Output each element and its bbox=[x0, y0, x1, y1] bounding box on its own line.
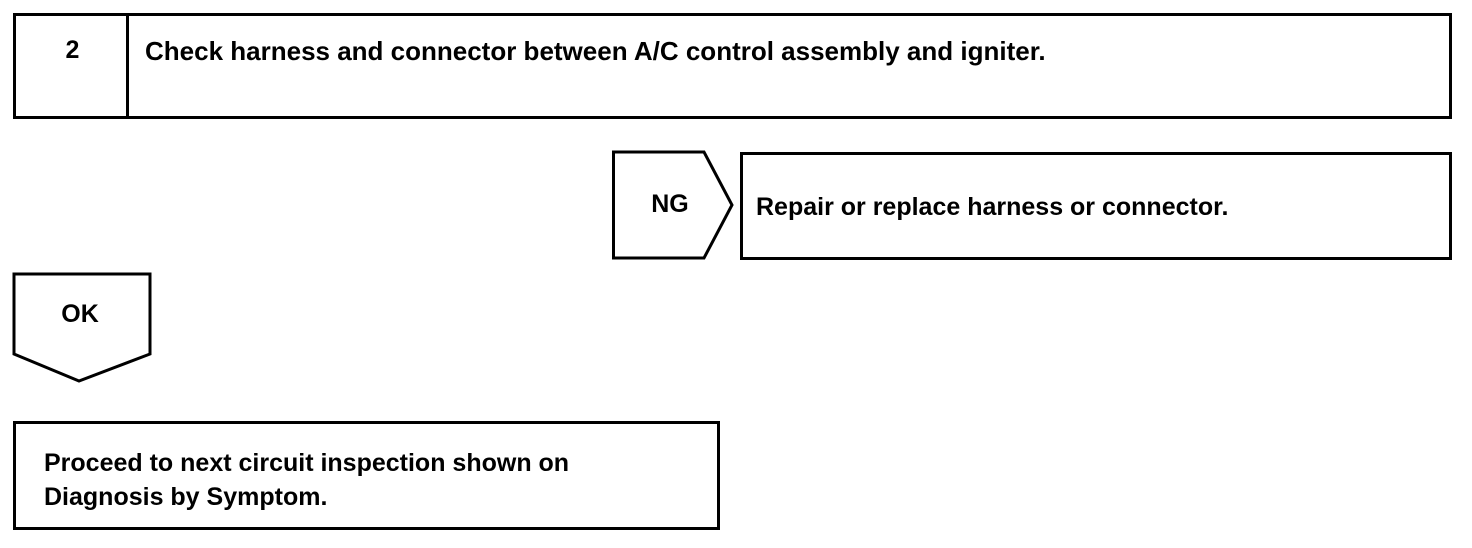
ng-action-text: Repair or replace harness or connector. bbox=[756, 193, 1229, 221]
ng-action-box: Repair or replace harness or connector. bbox=[740, 152, 1452, 260]
ok-action-line: Diagnosis by Symptom. bbox=[44, 483, 328, 511]
ok-action-line: Proceed to next circuit inspection shown… bbox=[44, 449, 570, 477]
step-number: 2 bbox=[65, 36, 80, 64]
ok-action-text: Proceed to next circuit inspection shown… bbox=[44, 446, 569, 514]
ng-label: NG bbox=[651, 190, 689, 218]
step-number-cell: 2 bbox=[16, 16, 129, 116]
step-box: 2 Check harness and connector between A/… bbox=[13, 13, 1452, 119]
ng-arrow bbox=[612, 150, 734, 260]
ok-arrow bbox=[12, 272, 152, 383]
ok-label: OK bbox=[61, 300, 99, 328]
step-title: Check harness and connector between A/C … bbox=[145, 36, 1046, 66]
ok-action-box: Proceed to next circuit inspection shown… bbox=[13, 421, 720, 530]
